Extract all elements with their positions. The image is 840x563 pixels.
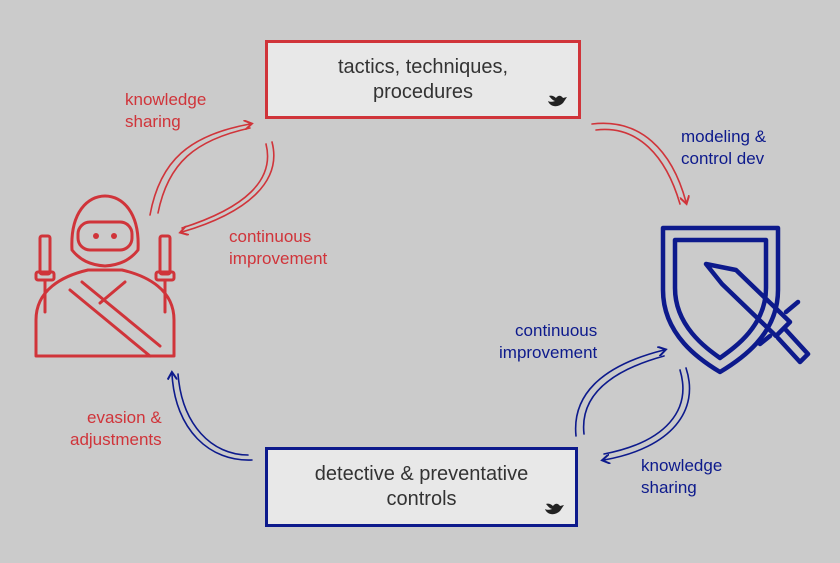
controls-box-label: detective & preventative controls [314, 463, 529, 510]
continuous-improvement-blue-label: continuous improvement [499, 321, 598, 362]
modeling-control-dev-label: modeling & control dev [681, 127, 767, 168]
shield-sword-icon [660, 225, 811, 375]
bird-logo-icon [548, 95, 567, 107]
controls-box: detective & preventative controls [265, 447, 578, 527]
knowledge-sharing-red-label: knowledge sharing [125, 90, 207, 131]
continuous-improvement-red-label: continuous improvement [229, 227, 328, 268]
bird-logo-icon [545, 503, 564, 515]
ninja-icon [34, 194, 176, 358]
knowledge-sharing-blue-label: knowledge sharing [641, 456, 723, 497]
evasion-adjustments-label: evasion & adjustments [70, 408, 162, 449]
ttp-box: tactics, techniques, procedures [265, 40, 581, 119]
ttp-box-label: tactics, techniques, procedures [337, 55, 509, 103]
